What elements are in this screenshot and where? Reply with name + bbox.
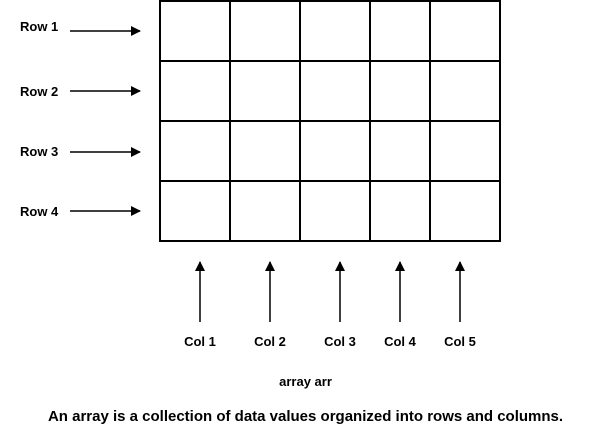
col-label-1: Col 1: [184, 334, 216, 349]
row-label-2: Row 2: [20, 84, 59, 99]
array-name-label: array arr: [279, 374, 332, 389]
col-label-5: Col 5: [444, 334, 476, 349]
col-label-4: Col 4: [384, 334, 416, 349]
diagram-caption: An array is a collection of data values …: [47, 408, 564, 425]
row-label-1: Row 1: [20, 19, 59, 34]
col-label-3: Col 3: [324, 334, 356, 349]
row-label-3: Row 3: [20, 144, 59, 159]
array-grid: [159, 0, 501, 242]
row-label-4: Row 4: [20, 204, 59, 219]
col-label-2: Col 2: [254, 334, 286, 349]
